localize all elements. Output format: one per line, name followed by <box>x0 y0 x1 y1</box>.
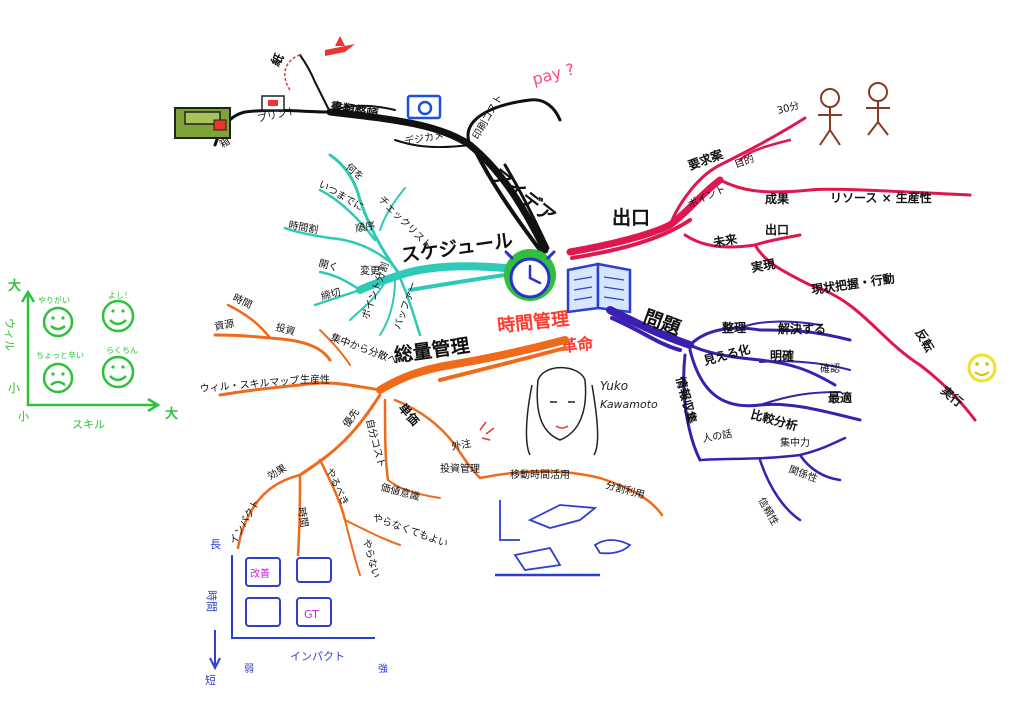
print-illustration <box>261 54 301 111</box>
mgmt-sub-unit: 単価 <box>396 400 423 428</box>
mgmt-sub-travel: 移動時間活用 <box>510 468 570 481</box>
box-illustration <box>174 107 231 139</box>
mgmt-sub-not: やらない <box>360 538 382 580</box>
problem-sub-info: 情報収集 <box>673 375 700 426</box>
problem-sub-focus: 集中力 <box>780 436 810 449</box>
mgmt-sub-optional: やらなくてもよい <box>371 512 450 550</box>
mgmt-sub-short: 時間 <box>295 506 310 528</box>
problem-sub-people: 人の話 <box>701 427 733 445</box>
problem-sub-compare: 比較分析 <box>749 406 799 433</box>
schedule-sub-what: 何を <box>343 160 367 183</box>
impact-cell-b: GT <box>304 608 319 621</box>
exit-sub-resource: リソース × 生産性 <box>830 190 932 205</box>
problem-sub-reliability: 信頼性 <box>755 495 781 527</box>
impact-y-bottom: 短 <box>205 673 216 687</box>
exit-sub-30: 30分 <box>776 99 801 116</box>
mgmt-sub-budget: 投資管理 <box>440 462 480 475</box>
author-line2: Kawamoto <box>600 398 658 411</box>
problem-sub-organize: 整理 <box>721 320 746 335</box>
idea-sub-camera: デジカメ <box>403 128 445 148</box>
center-title-line1: 時間管理 <box>496 308 570 337</box>
people-illustration <box>818 82 890 146</box>
mgmt-branch <box>213 303 664 576</box>
exit-sub-future: 未来 <box>711 231 739 250</box>
exit-sub-gap: 現状把握・行動 <box>810 270 895 297</box>
exit-sub-request: 要求案 <box>686 146 726 173</box>
problem-sub-visualize: 見える化 <box>701 341 752 368</box>
idea-branch <box>213 54 562 254</box>
sad-face-icon <box>42 362 74 394</box>
problem-branch <box>606 306 862 522</box>
center-title-line2: 革命 <box>560 334 595 356</box>
impact-cell-a: 改善 <box>250 567 270 580</box>
alarm-clock-icon <box>504 249 556 301</box>
schedule-sub-order: 順序 <box>354 219 376 235</box>
travel-illustration <box>495 500 632 577</box>
schedule-sub-deadline: 締切 <box>319 285 342 303</box>
impact-x-label: インパクト <box>290 650 345 663</box>
camera-icon <box>406 94 442 120</box>
mgmt-sub-resource: 資源 <box>213 317 235 333</box>
schedule-sub-list: チェックリスト <box>376 194 434 252</box>
exit-sub-exit2: 出口 <box>765 222 789 237</box>
quadrant-top-right: よし！ <box>108 291 132 300</box>
skill-axis-left: 小 <box>18 410 29 423</box>
smile-face-icon <box>42 299 135 389</box>
will-axis-top: 大 <box>8 278 21 294</box>
mgmt-sub-must: やるべき <box>323 466 351 507</box>
idea-sub-cost: 印刷コスト <box>470 92 505 141</box>
skill-axis-right: 大 <box>165 406 178 422</box>
will-axis-label: ウィル <box>3 318 16 351</box>
mgmt-sub-impact: インパクト <box>227 497 262 546</box>
impact-x-right: 強 <box>378 662 388 675</box>
idea-note-pay: pay ? <box>530 59 576 88</box>
schedule-sub-open: 開く <box>317 257 339 274</box>
mgmt-sub-productivity: 生産性 <box>300 373 330 386</box>
impact-y-label: 時間 <box>205 590 218 612</box>
exit-branch-label: 出口 <box>612 206 650 229</box>
idea-branch-label: アイデア <box>487 164 560 228</box>
smile-face-icon <box>967 353 997 383</box>
problem-sub-optimize: 最適 <box>828 390 852 405</box>
mgmt-sub-invest: 投資 <box>274 320 297 338</box>
impact-chart <box>209 555 375 671</box>
skill-axis-label: スキル <box>72 418 105 431</box>
schedule-branch <box>283 153 509 337</box>
impact-x-left: 弱 <box>244 663 254 675</box>
schedule-sub-change: 変更 <box>360 264 380 277</box>
mgmt-sub-split: 分割利用 <box>604 478 646 501</box>
exit-sub-result: 成果 <box>765 191 789 206</box>
quadrant-top-left: やりがい <box>38 295 70 305</box>
author-portrait <box>525 366 599 456</box>
mgmt-sub-outsource: 外注 <box>450 437 472 453</box>
book-icon <box>566 262 632 314</box>
exit-sub-goal: 反転 <box>912 326 937 354</box>
problem-sub-confirm: 確認 <box>820 362 840 375</box>
quadrant-bottom-left: ちょっと辛い <box>36 350 84 360</box>
will-skill-chart <box>20 289 161 413</box>
exit-sub-realize: 実現 <box>750 256 776 275</box>
impact-y-top: 長 <box>210 538 221 551</box>
problem-sub-relation: 関係性 <box>787 463 820 485</box>
mgmt-sub-focus: 集中から分散へ <box>329 331 399 367</box>
will-axis-bottom: 小 <box>8 381 20 395</box>
problem-sub-clarify: 明確 <box>770 348 794 363</box>
plane-icon <box>325 36 355 56</box>
schedule-sub-time-alloc: 時間割 <box>287 218 319 236</box>
exit-sub-purpose: 目的 <box>733 152 756 171</box>
problem-sub-solve: 解決する <box>778 321 826 336</box>
mgmt-sub-pay-conscious: 価値意識 <box>379 480 421 503</box>
author-line1: Yuko <box>600 379 628 393</box>
spark-icon <box>479 421 495 441</box>
exit-branch <box>566 116 977 422</box>
idea-sub-paper: 紙 <box>268 51 287 69</box>
quadrant-bottom-right: らくちん <box>106 346 138 355</box>
